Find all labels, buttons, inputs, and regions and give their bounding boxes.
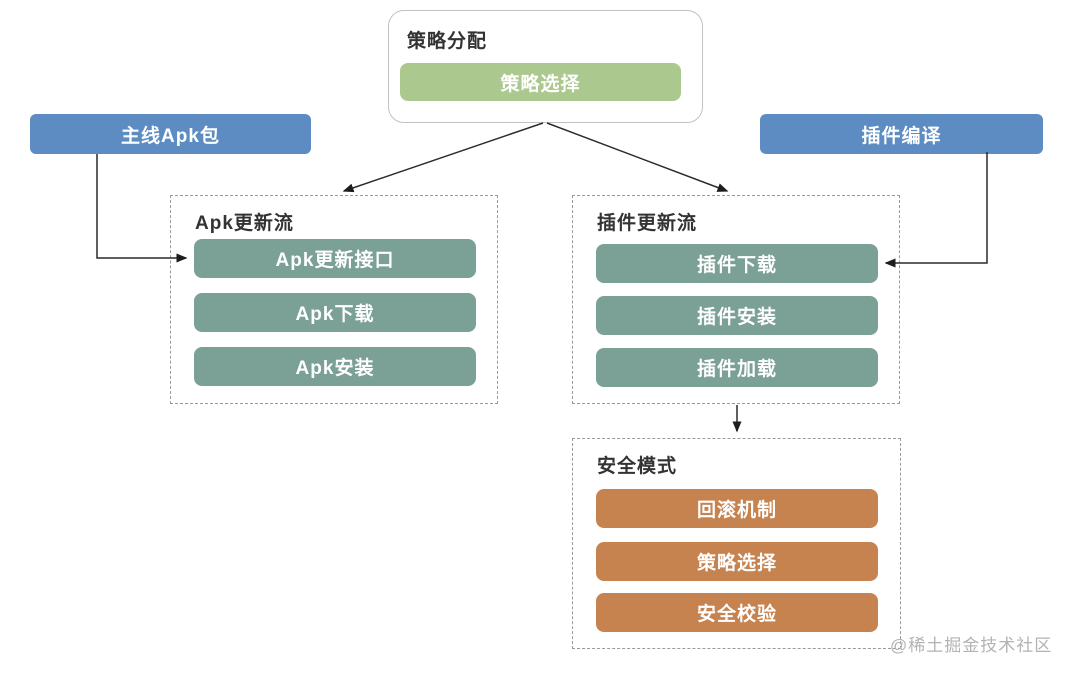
arrow-compile-to-plugin-download	[884, 152, 988, 268]
rollback-mechanism-node: 回滚机制	[596, 489, 878, 528]
safe-mode-title: 安全模式	[597, 456, 678, 477]
plugin-update-flow-panel: 插件更新流 插件下载 插件安装 插件加载	[572, 195, 900, 404]
arrow-strategy-to-apk-flow	[342, 122, 544, 193]
apk-download-node: Apk下载	[194, 293, 476, 332]
plugin-update-flow-title: 插件更新流	[597, 213, 698, 234]
apk-update-flow-title: Apk更新流	[195, 213, 294, 234]
plugin-download-node: 插件下载	[596, 244, 878, 283]
security-check-node: 安全校验	[596, 593, 878, 632]
strategy-selection-safe-node: 策略选择	[596, 542, 878, 581]
safe-mode-panel: 安全模式 回滚机制 策略选择 安全校验	[572, 438, 901, 649]
mainline-apk-node: 主线Apk包	[30, 114, 311, 154]
apk-update-flow-panel: Apk更新流 Apk更新接口 Apk下载 Apk安装	[170, 195, 498, 404]
plugin-install-node: 插件安装	[596, 296, 878, 335]
plugin-compile-node: 插件编译	[760, 114, 1043, 154]
strategy-allocation-title: 策略分配	[407, 31, 488, 52]
strategy-allocation-box: 策略分配 策略选择	[388, 10, 703, 123]
plugin-load-node: 插件加载	[596, 348, 878, 387]
arrow-strategy-to-plugin-flow	[546, 122, 729, 192]
apk-install-node: Apk安装	[194, 347, 476, 386]
strategy-selection-node: 策略选择	[400, 63, 681, 101]
apk-update-api-node: Apk更新接口	[194, 239, 476, 278]
watermark: @稀土掘金技术社区	[890, 636, 1053, 655]
